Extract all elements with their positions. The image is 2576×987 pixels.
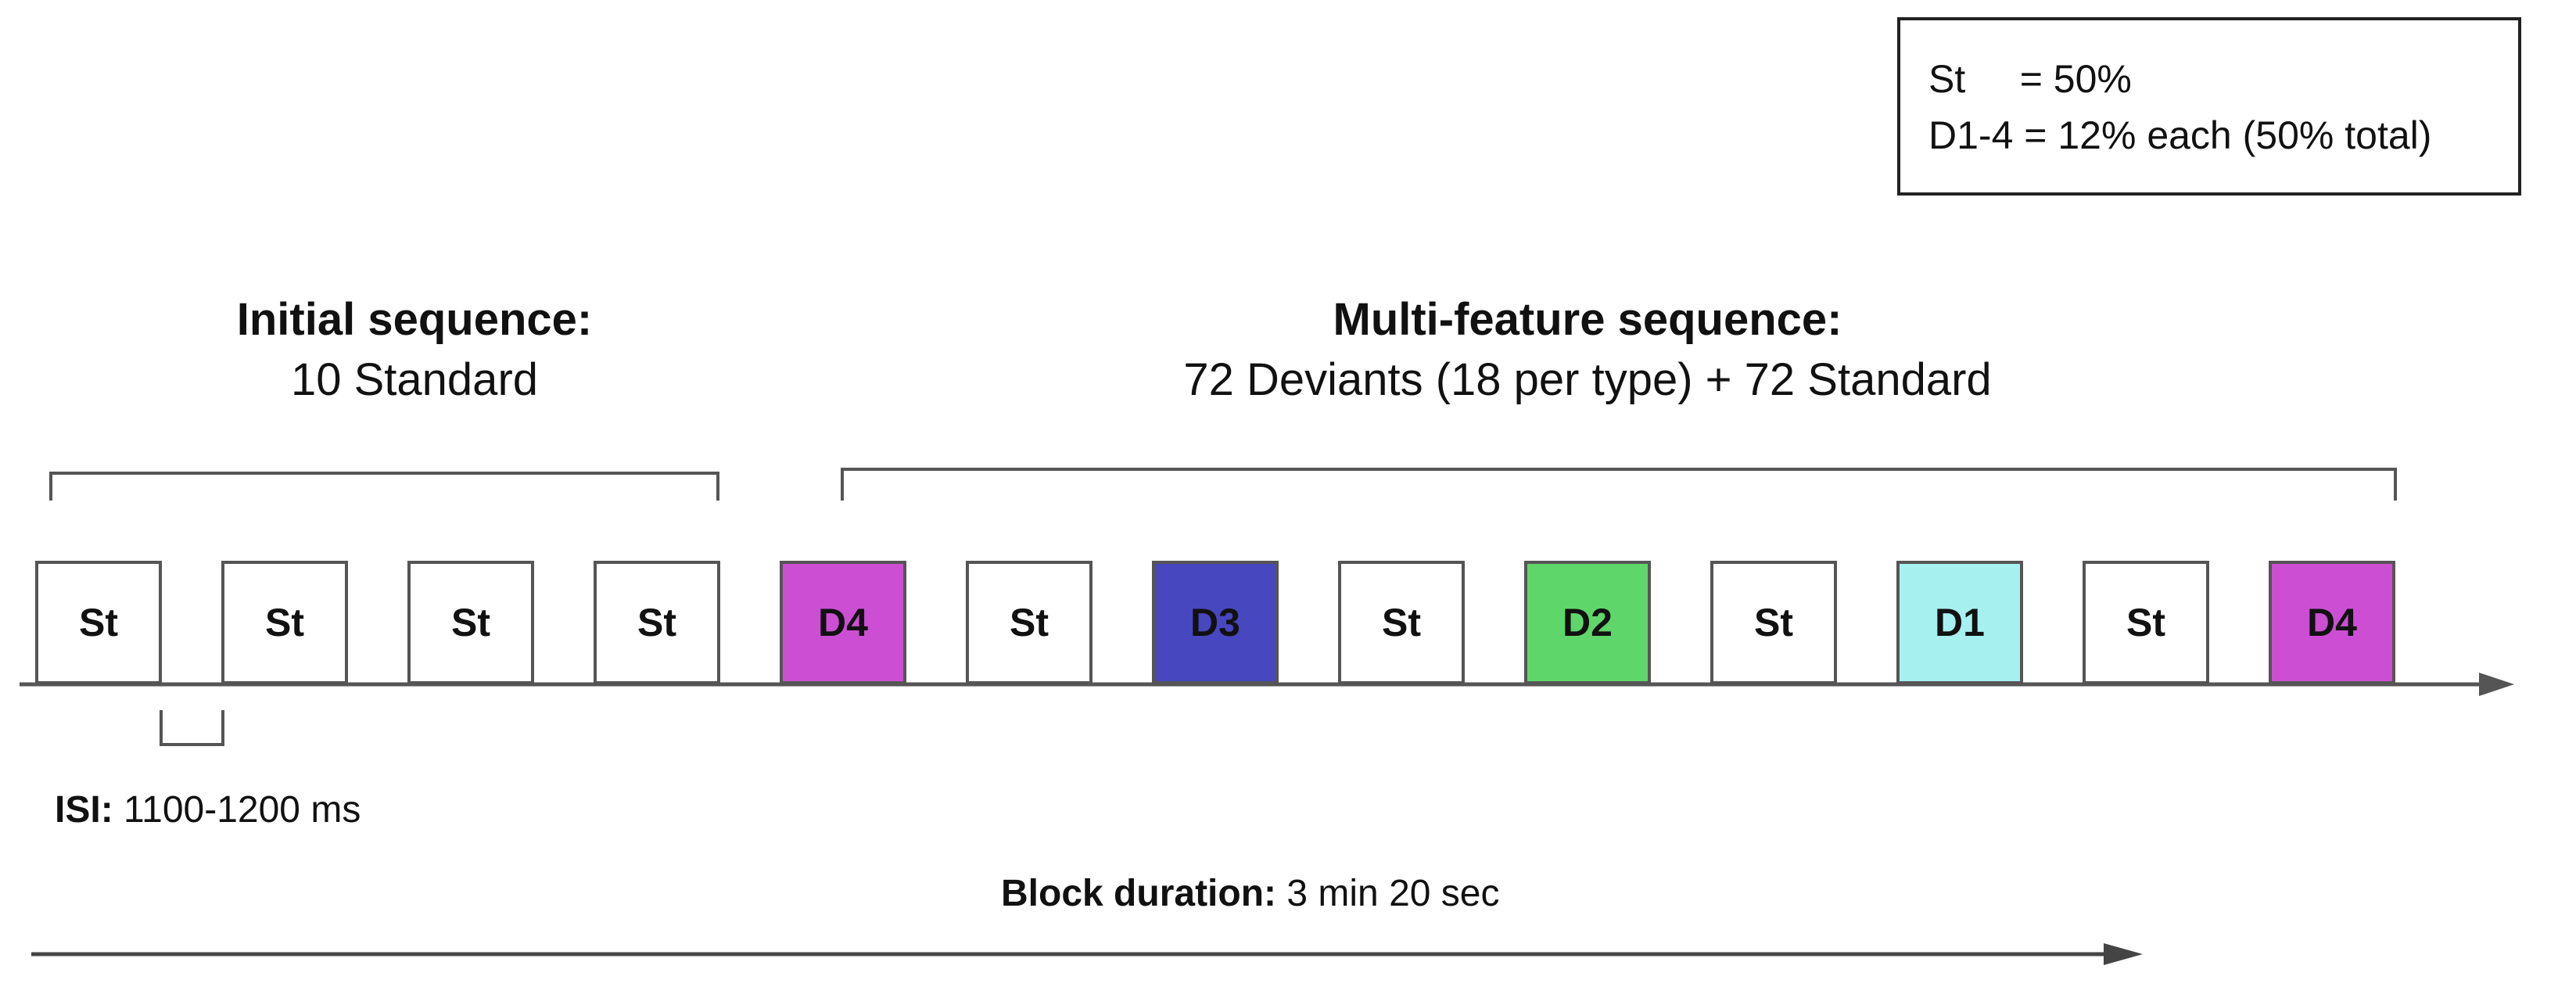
stimulus-box-st: St [2083,561,2209,684]
stimulus-box-d1: D1 [1896,561,2023,684]
stimulus-box-st: St [966,561,1092,684]
stimulus-label: St [79,601,118,644]
stimulus-label: D1 [1935,601,1985,644]
timeline-axis [20,673,2514,696]
stimulus-label: D2 [1562,601,1613,644]
multi-feature-title: Multi-feature sequence: [1333,294,1842,345]
stimulus-box-st: St [221,561,348,684]
multi-feature-bracket [841,468,2397,501]
stimulus-box-st: St [1710,561,1837,684]
initial-sequence-heading: Initial sequence: 10 Standard [117,293,712,406]
legend-box: St = 50% D1-4 = 12% each (50% total) [1897,17,2521,196]
block-duration-arrow [31,943,2143,965]
stimulus-box-st: St [35,561,162,684]
stimulus-box-d2: D2 [1524,561,1651,684]
legend-standard-line: St = 50% [1928,57,2132,101]
stimulus-label: D4 [2307,601,2357,644]
stimulus-box-d4: D4 [780,561,906,684]
isi-value: 1100-1200 ms [113,789,361,831]
stimulus-box-st: St [407,561,534,684]
stimulus-box-d4: D4 [2269,561,2395,684]
block-duration-label: Block duration: [1001,873,1277,914]
legend-deviant-line: D1-4 = 12% each (50% total) [1928,113,2432,157]
stimulus-box-st: St [1338,561,1465,684]
initial-sequence-title: Initial sequence: [236,294,593,345]
stimulus-label: D4 [818,601,868,644]
initial-sequence-subtitle: 10 Standard [290,354,539,405]
stimulus-box-st: St [594,561,720,684]
stimulus-label: D3 [1190,601,1240,644]
stimulus-label: St [451,601,490,644]
isi-note: ISI: 1100-1200 ms [55,788,361,831]
isi-label: ISI: [55,789,113,831]
stimulus-label: St [637,601,676,644]
block-duration-note: Block duration: 3 min 20 sec [1001,872,1499,915]
stimulus-label: St [1010,601,1049,644]
isi-bracket [160,710,224,746]
stimulus-label: St [1382,601,1421,644]
block-duration-value: 3 min 20 sec [1276,873,1500,914]
initial-sequence-bracket [49,472,719,501]
multi-feature-heading: Multi-feature sequence: 72 Deviants (18 … [1024,293,2151,406]
stimulus-box-d3: D3 [1152,561,1279,684]
multi-feature-subtitle: 72 Deviants (18 per type) + 72 Standard [1183,354,1992,405]
stimulus-label: St [2126,601,2165,644]
stimulus-label: St [1754,601,1793,644]
stimulus-label: St [265,601,304,644]
